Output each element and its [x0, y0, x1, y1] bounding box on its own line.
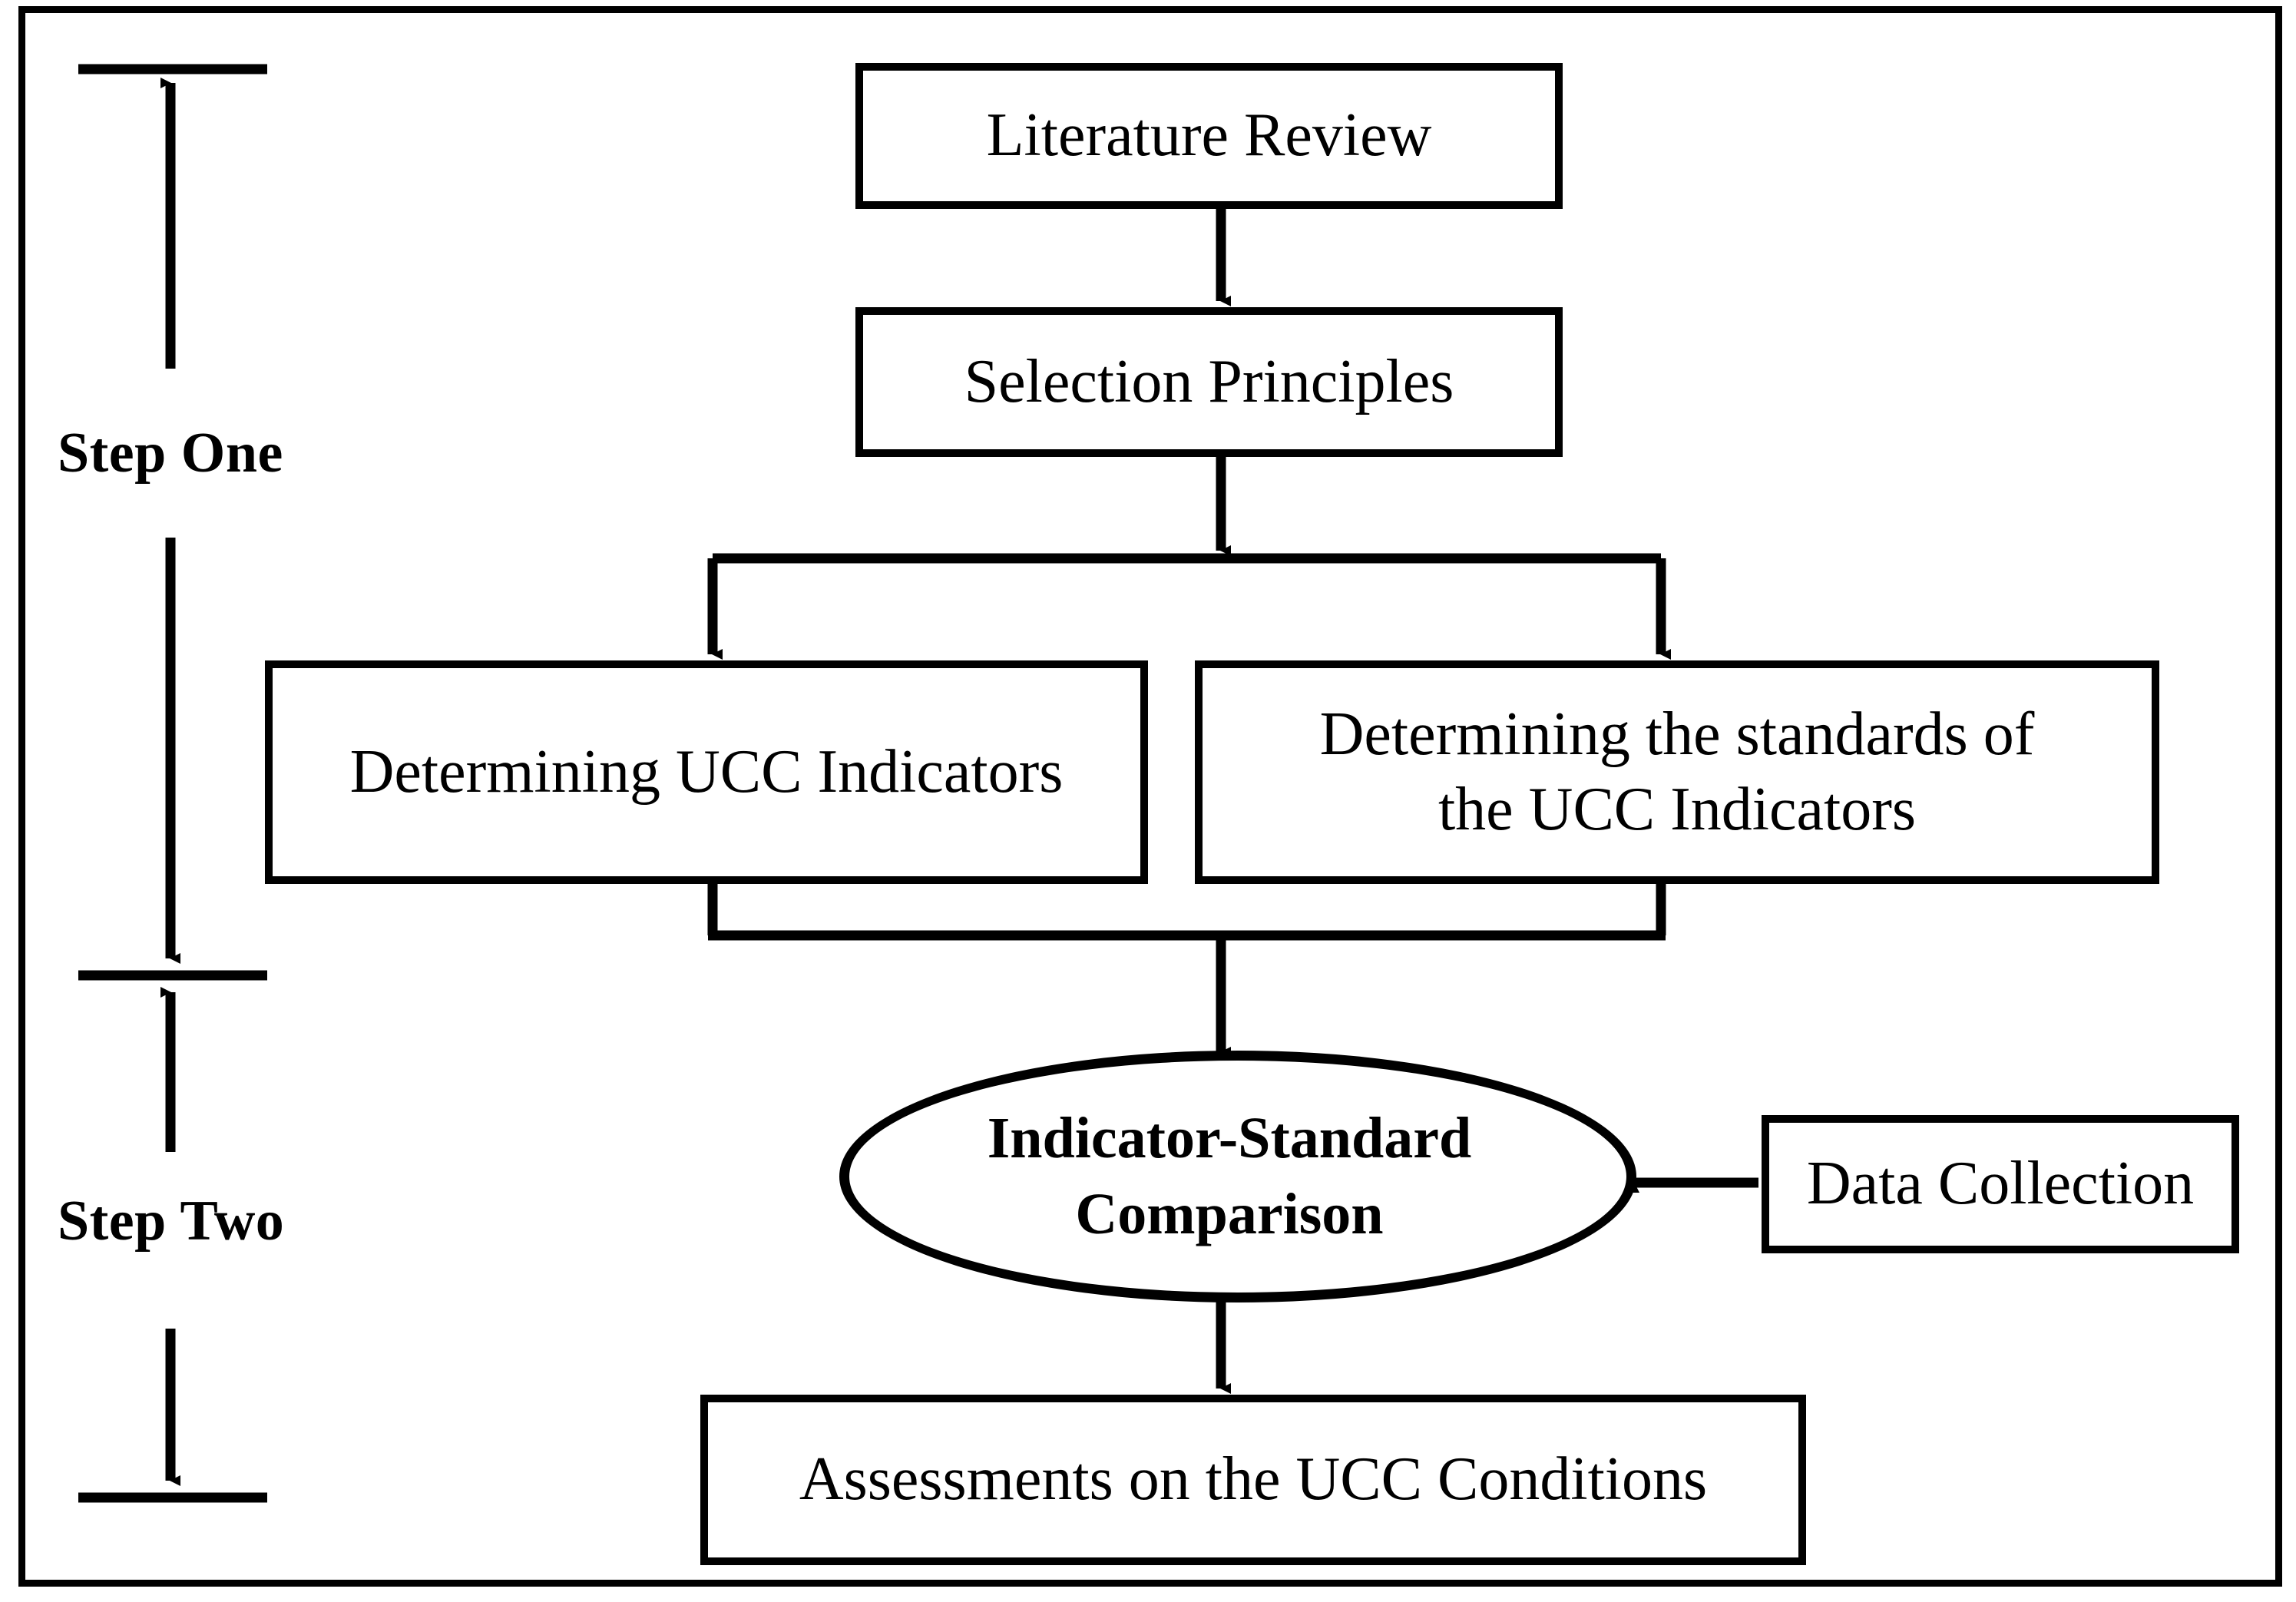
node-indicator-standard-comparison-label: Indicator-Standard Comparison	[987, 1106, 1472, 1246]
step-one-label: Step One	[58, 422, 283, 485]
node-literature-review[interactable]: Literature Review	[855, 63, 1563, 209]
node-determining-standards[interactable]: Determining the standards of the UCC Ind…	[1195, 660, 2159, 884]
node-determining-ucc-indicators-label: Determining UCC Indicators	[349, 737, 1064, 806]
node-data-collection-label: Data Collection	[1806, 1150, 2195, 1218]
node-determining-standards-label: Determining the standards of the UCC Ind…	[1319, 700, 2035, 843]
node-selection-principles[interactable]: Selection Principles	[855, 307, 1563, 457]
diagram-frame	[18, 6, 2282, 1587]
node-data-collection[interactable]: Data Collection	[1762, 1115, 2239, 1253]
node-indicator-standard-comparison[interactable]: Indicator-Standard Comparison	[839, 1051, 1636, 1302]
node-selection-principles-label: Selection Principles	[964, 347, 1454, 415]
node-literature-review-label: Literature Review	[986, 101, 1432, 170]
node-assessments-ucc-conditions[interactable]: Assessments on the UCC Conditions	[700, 1395, 1806, 1565]
node-determining-ucc-indicators[interactable]: Determining UCC Indicators	[265, 660, 1148, 884]
node-assessments-ucc-conditions-label: Assessments on the UCC Conditions	[799, 1445, 1708, 1514]
step-two-label: Step Two	[58, 1190, 285, 1253]
